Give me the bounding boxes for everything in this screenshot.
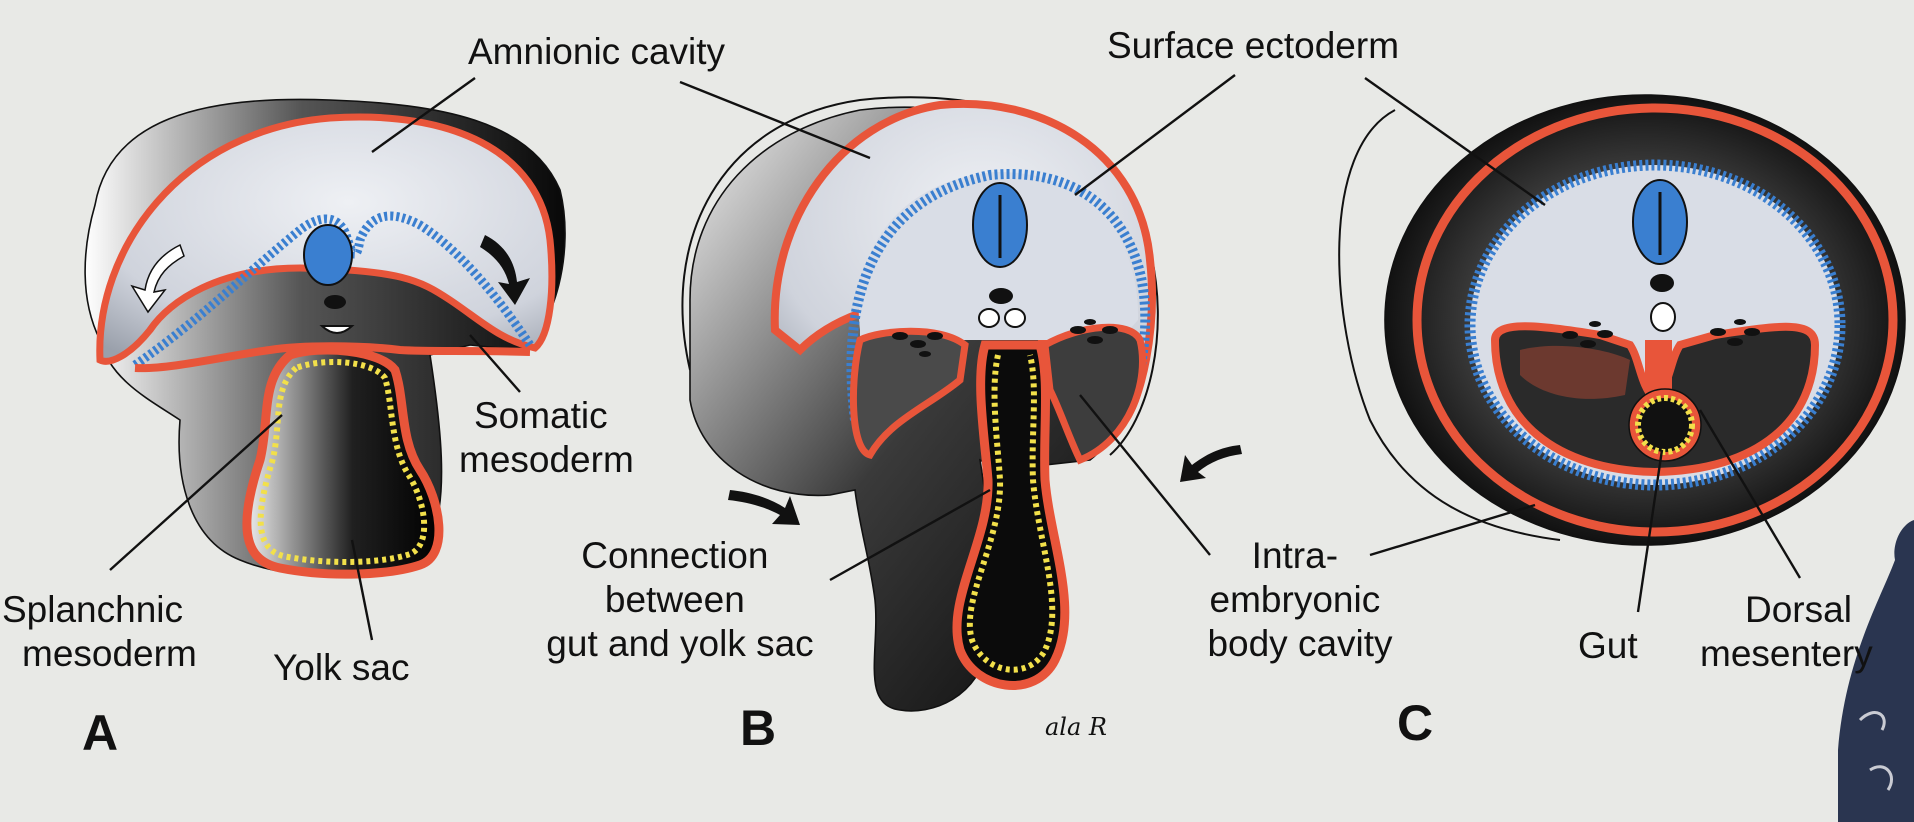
- label-connection-line2: between: [605, 579, 745, 620]
- panel-c-aorta: [1650, 302, 1676, 332]
- fold-arrow-icon: [480, 235, 530, 305]
- label-gut: Gut: [1578, 625, 1638, 666]
- label-intraembryonic-line3: body cavity: [1207, 623, 1393, 664]
- panel-c-notochord: [1650, 274, 1674, 292]
- panel-b-notochord: [989, 288, 1013, 304]
- label-splanchnic-mesoderm: Splanchnic mesoderm: [2, 589, 197, 674]
- panel-b-body-cavity-right: [1041, 323, 1146, 465]
- panel-letter-a: A: [82, 705, 118, 761]
- label-amnionic-cavity: Amnionic cavity: [468, 31, 726, 72]
- label-dorsal-mesentery-line1: Dorsal: [1745, 589, 1852, 630]
- label-yolk-sac: Yolk sac: [273, 647, 409, 688]
- text-labels: Amnionic cavity Surface ectoderm Somatic…: [2, 25, 1873, 761]
- label-connection-line1: Connection: [581, 535, 768, 576]
- panel-letter-c: C: [1397, 695, 1433, 751]
- panel-a-diagram: [84, 98, 566, 579]
- label-splanchnic-mesoderm-line1: Splanchnic: [2, 589, 183, 630]
- panel-a-endoderm: [257, 359, 428, 566]
- label-intraembryonic-line2: embryonic: [1210, 579, 1381, 620]
- label-intraembryonic-line1: Intra-: [1252, 535, 1338, 576]
- panel-c-outer-outline: [1338, 109, 1561, 541]
- label-dorsal-mesentery: Dorsal mesentery: [1700, 589, 1873, 674]
- panel-b-aorta-left: [978, 308, 1000, 328]
- fold-arrow-icon: [728, 490, 800, 525]
- label-splanchnic-mesoderm-line2: mesoderm: [22, 633, 197, 674]
- label-intraembryonic-cavity: Intra- embryonic body cavity: [1207, 535, 1393, 664]
- panel-c-mesenchyme: [1562, 319, 1760, 348]
- panel-b-aorta-right: [1004, 308, 1026, 328]
- label-connection: Connection between gut and yolk sac: [546, 535, 813, 664]
- leader-lines: [109, 74, 1802, 641]
- panel-a-ectoderm: [132, 211, 534, 369]
- panel-a-aorta: [319, 325, 355, 334]
- panel-c-body-cavity: [1490, 322, 1820, 477]
- panel-c-cavity-sheen: [1520, 345, 1630, 399]
- panel-a-neural-tube: [303, 224, 353, 286]
- panel-b-mesenchyme: [892, 319, 1118, 357]
- presenter-shirt-pattern: [1858, 711, 1893, 791]
- panel-b-body-cavity-left: [849, 327, 969, 460]
- label-surface-ectoderm: Surface ectoderm: [1107, 25, 1399, 66]
- fold-arrow-icon: [1180, 445, 1242, 482]
- panel-a-notochord: [324, 295, 346, 309]
- label-somatic-mesoderm-line1: Somatic: [474, 395, 608, 436]
- panel-c-mesentery: [1645, 340, 1672, 395]
- panel-c-gut-endoderm: [1635, 395, 1695, 455]
- label-somatic-mesoderm: Somatic mesoderm: [459, 395, 634, 480]
- presenter-silhouette: [1838, 520, 1914, 822]
- artist-signature: ala R: [1045, 713, 1107, 741]
- panel-c-diagram: [1338, 94, 1906, 546]
- panel-b-endoderm: [966, 354, 1056, 673]
- panel-b-gut-stalk: [952, 340, 1070, 690]
- label-somatic-mesoderm-line2: mesoderm: [459, 439, 634, 480]
- panel-c-amnion: [1412, 103, 1898, 537]
- fold-arrow-icon: [130, 243, 185, 314]
- panel-b-diagram: [681, 96, 1242, 712]
- label-connection-line3: gut and yolk sac: [546, 623, 813, 664]
- label-dorsal-mesentery-line2: mesentery: [1700, 633, 1873, 674]
- panel-letter-b: B: [740, 700, 776, 756]
